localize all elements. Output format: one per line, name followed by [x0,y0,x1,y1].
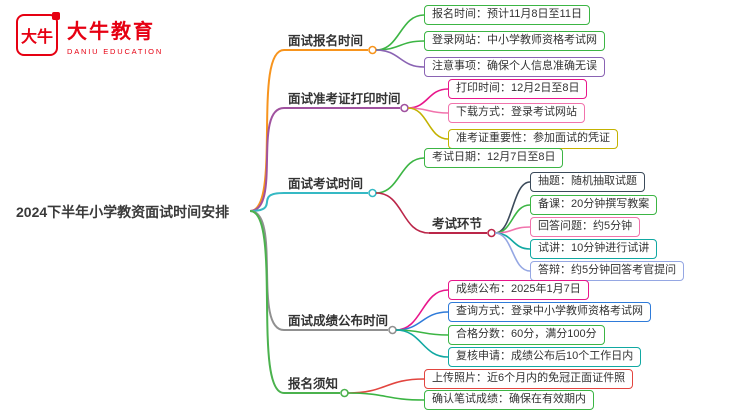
branch-label-registration-time: 面试报名时间 [288,34,364,48]
connector-leaf [347,392,425,401]
leaf-draw-question: 抽题：随机抽取试题 [530,172,645,192]
leaf-score-release-date: 成绩公布：2025年1月7日 [448,280,589,300]
connector-central-branch3 [249,192,285,212]
connector-subbranch [375,192,430,234]
subbranch-label-exam-procedure: 考试环节 [432,217,483,231]
branch4-node-circle [388,325,397,335]
branch3-node-circle [368,188,377,198]
central-topic: 2024下半年小学教资面试时间安排 [16,204,230,220]
leaf-login-website: 登录网站：中小学教师资格考试网 [424,31,605,51]
connector-leaf [494,232,531,272]
brand-name: 大牛教育 [67,20,155,43]
connector-leaf [395,289,449,331]
connector-central-branch5 [249,210,285,394]
leaf-query-method: 查询方式：登录中小学教师资格考试网 [448,302,651,322]
logo: 大牛 大牛教育 DANIU EDUCATION [16,12,163,56]
brand-name-en: DANIU EDUCATION [67,46,164,56]
connector-leaf [494,181,531,234]
leaf-attention-notes: 注意事项：确保个人信息准确无误 [424,57,605,77]
leaf-print-time: 打印时间：12月2日至8日 [448,79,588,99]
connector-leaf [407,107,449,140]
leaf-trial-lecture: 试讲：10分钟进行试讲 [530,239,658,259]
branch-label-exam-time: 面试考试时间 [288,177,364,191]
connector-central-branch2 [249,107,285,212]
branch-label-registration-notes: 报名须知 [288,377,339,391]
connector-leaf [375,49,425,68]
logo-seal-icon: 大牛 [16,12,60,56]
leaf-exam-date: 考试日期：12月7日至8日 [424,148,564,168]
branch1-node-circle [368,45,377,55]
leaf-registration-date: 报名时间：预计11月8日至11日 [424,5,590,25]
branch2-node-circle [400,103,409,113]
connector-leaf [395,311,449,331]
leaf-download-method: 下载方式：登录考试网站 [448,103,585,123]
connector-central-branch1 [249,49,285,212]
branch-label-admission-ticket: 面试准考证打印时间 [288,92,401,106]
leaf-review-application: 复核申请：成绩公布后10个工作日内 [448,347,642,367]
leaf-upload-photo: 上传照片：近6个月内的免冠正面证件照 [424,369,634,389]
connector-leaf [347,378,425,394]
branch5-node-circle [340,388,349,398]
subbranch-node-circle [487,228,496,238]
leaf-ticket-importance: 准考证重要性：参加面试的凭证 [448,129,618,149]
leaf-passing-score: 合格分数：60分，满分100分 [448,325,605,345]
logo-seal-text: 大牛 [20,29,53,46]
connector-leaf [494,232,531,250]
leaf-defense: 答辩：约5分钟回答考官提问 [530,261,685,281]
connector-leaf [395,329,449,358]
connector-leaf [375,157,425,194]
logo-seal-mark-icon [52,12,60,20]
connector-leaf [407,88,449,109]
branch-label-score-release: 面试成绩公布时间 [288,314,389,328]
leaf-answer-questions: 回答问题：约5分钟 [530,217,641,237]
logo-wordmark: 大牛教育 DANIU EDUCATION [67,15,163,56]
leaf-lesson-preparation: 备课：20分钟撰写教案 [530,195,658,215]
leaf-confirm-written-score: 确认笔试成绩：确保在有效期内 [424,390,594,410]
connector-leaf [494,226,531,234]
